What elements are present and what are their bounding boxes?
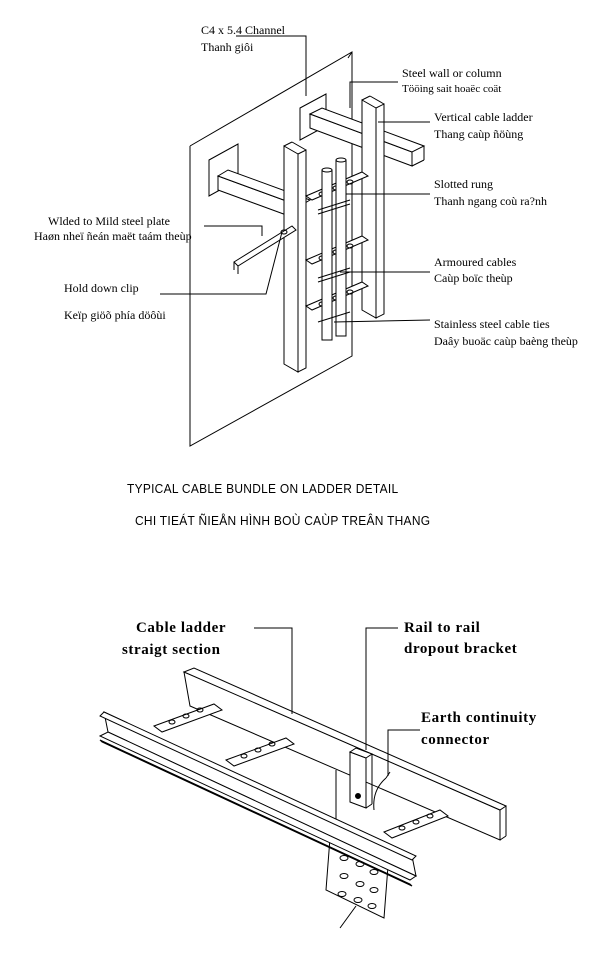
dropout-bracket <box>335 747 374 830</box>
wall-label-en: Steel wall or column <box>402 66 502 80</box>
ladder-label-en: Vertical cable ladder <box>434 110 533 124</box>
channel-label-en: C4 x 5.4 Channel <box>201 23 285 37</box>
straight-label-line2: straigt section <box>122 642 221 658</box>
bottom-rungs <box>152 703 450 839</box>
rung-label-vi: Thanh ngang coù ra?nh <box>434 194 547 208</box>
detail-title-vi: CHI TIEÁT ÑIEÅN HÌNH BOÙ CAÙP TREÂN THAN… <box>135 513 431 528</box>
holddown-label-vi: Keïp giöõ phía döôùi <box>64 308 166 322</box>
front-side-rail <box>98 711 418 887</box>
welded-label-en: Wlded to Mild steel plate <box>48 214 170 228</box>
earth-label-line2: connector <box>421 732 490 748</box>
top-leader-lines <box>160 35 431 323</box>
ties-label-vi: Daây buoäc caùp baèng theùp <box>434 334 578 348</box>
ladder-label-vi: Thang caùp ñöùng <box>434 127 524 141</box>
steel-wall <box>189 51 353 447</box>
straight-label-line1: Cable ladder <box>136 620 227 636</box>
armoured-label-vi: Caùp boïc theùp <box>434 271 513 285</box>
bracket-label-line2: dropout bracket <box>404 641 518 657</box>
earth-label-line1: Earth continuity <box>421 710 537 726</box>
detail-title-en: TYPICAL CABLE BUNDLE ON LADDER DETAIL <box>127 481 399 496</box>
ties-label-en: Stainless steel cable ties <box>434 317 550 331</box>
cable-ties <box>317 199 351 323</box>
welded-label-vi: Haøn nheï ñeán maët taám theùp <box>34 229 192 243</box>
back-side-rail <box>182 667 508 841</box>
bracket-label-line1: Rail to rail <box>404 620 481 636</box>
armoured-cables <box>321 157 347 341</box>
wall-label-vi: Tööìng sait hoaëc coät <box>402 83 502 95</box>
bottom-leader-lines <box>254 627 420 929</box>
left-ladder-rail <box>283 141 307 373</box>
armoured-label-en: Armoured cables <box>434 255 517 269</box>
rung-label-en: Slotted rung <box>434 177 493 191</box>
channel-label-vi: Thanh giôi <box>201 40 254 54</box>
holddown-label-en: Hold down clip <box>64 281 139 295</box>
